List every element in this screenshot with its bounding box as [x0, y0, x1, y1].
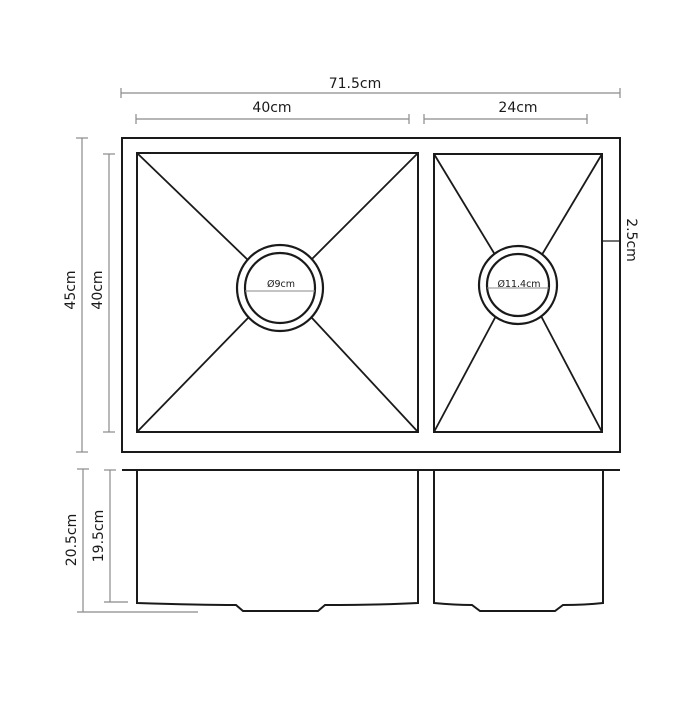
right-basin-top: [433, 153, 603, 433]
overall-depth-dimension: [76, 137, 88, 453]
rim-label: 2.5cm: [623, 218, 639, 262]
basin-depth-dimension: [103, 153, 115, 433]
basin-height-label: 19.5cm: [91, 510, 107, 563]
left-drain-icon: [235, 243, 325, 333]
left-basin-top: [136, 152, 419, 433]
sink-outer-rim: [121, 137, 621, 453]
right-basin-width-dimension: [423, 114, 588, 124]
right-drain-icon: [477, 244, 559, 326]
left-basin-side: [136, 470, 419, 612]
overall-depth-label: 45cm: [63, 270, 79, 309]
left-drain-label: Ø9cm: [267, 279, 295, 290]
overall-width-label: 71.5cm: [329, 76, 382, 92]
right-basin-width-label: 24cm: [498, 100, 537, 116]
overall-width-dimension: [120, 88, 621, 98]
left-basin-width-dimension: [135, 114, 410, 124]
basin-depth-label: 40cm: [90, 270, 106, 309]
right-drain-label: Ø11.4cm: [497, 279, 540, 290]
left-basin-width-label: 40cm: [252, 100, 291, 116]
overall-height-label: 20.5cm: [64, 514, 80, 567]
right-basin-side: [433, 470, 604, 612]
basin-height-dimension: [104, 469, 128, 603]
overall-height-dimension: [77, 468, 198, 613]
